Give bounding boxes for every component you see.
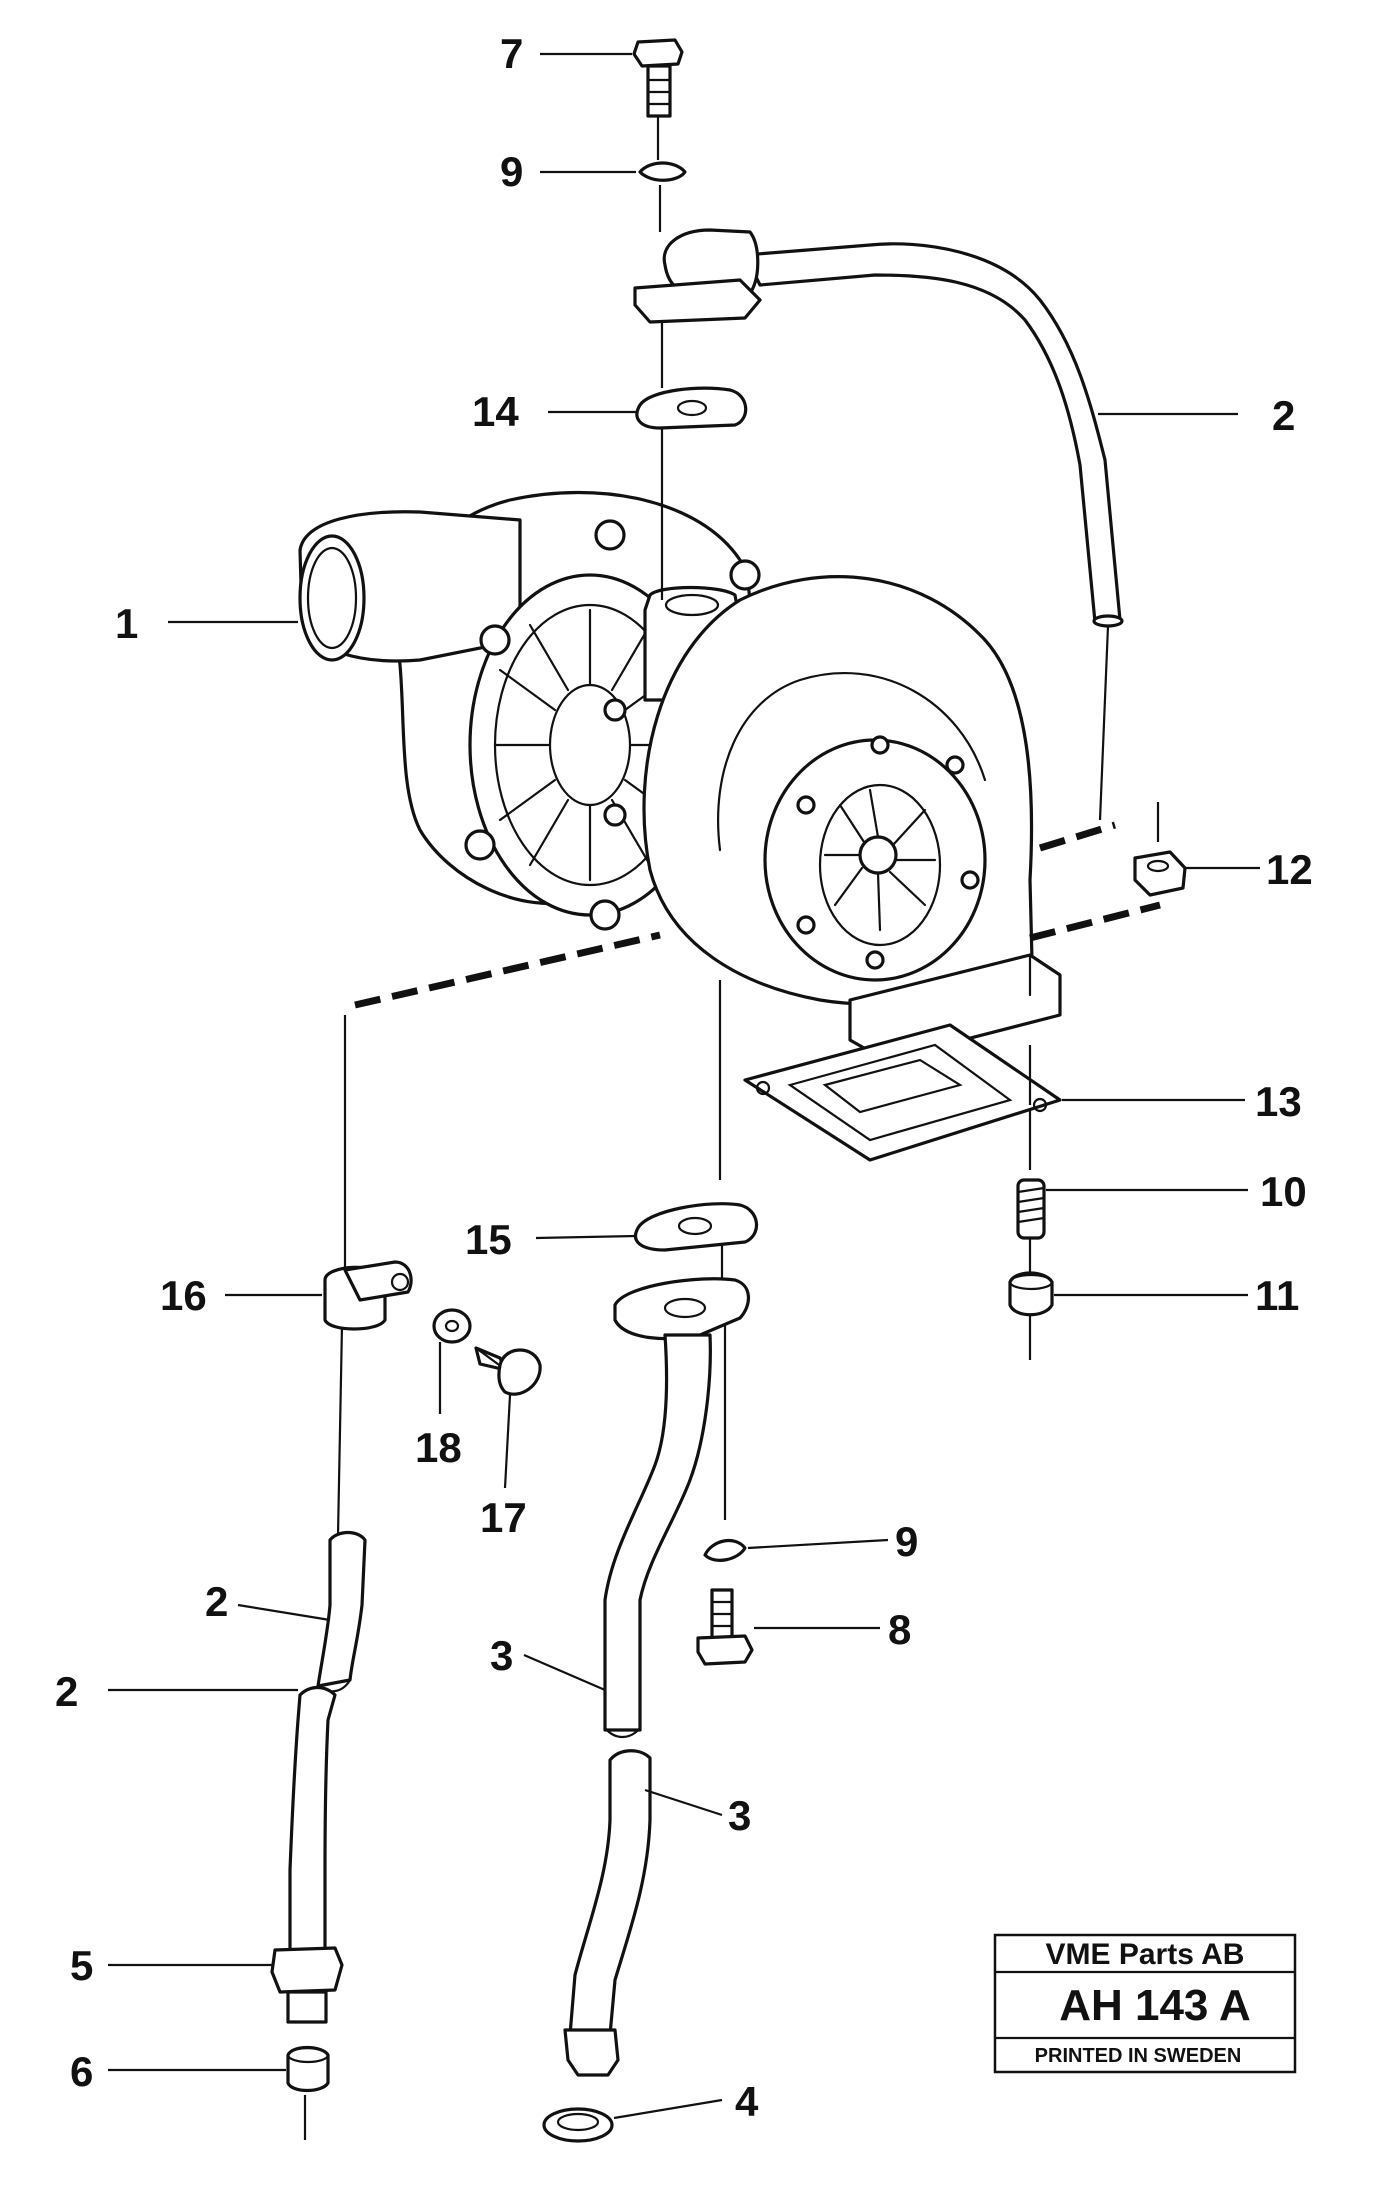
- oil-pipe-2-middle: [316, 1530, 367, 1693]
- dashed-connector-right-lower: [1029, 901, 1161, 942]
- stamp-printed-note: PRINTED IN SWEDEN: [1035, 2045, 1242, 2067]
- oil-return-pipe-upper: [603, 1277, 750, 1739]
- dashed-connector-left: [354, 931, 661, 1009]
- assembly-axis-lines: [303, 116, 1160, 2140]
- drawing-stamp: VME Parts AB AH 143 A PRINTED IN SWEDEN: [993, 1933, 1297, 2074]
- stud-10: [1016, 1178, 1046, 1240]
- callout-3-upper: 3: [490, 1632, 513, 1679]
- oil-feed-pipe-upper: [633, 228, 1124, 628]
- oil-pipe-2-lower: [288, 1685, 337, 1952]
- callout-18: 18: [415, 1424, 462, 1471]
- callout-6: 6: [70, 2048, 93, 2095]
- callout-9-bottom: 9: [895, 1518, 918, 1565]
- callout-1: 1: [115, 600, 138, 647]
- nut-11: [1008, 1271, 1054, 1317]
- bolt-17: [474, 1346, 542, 1396]
- oil-return-pipe-lower: [563, 1749, 652, 2077]
- callout-3-lower: 3: [728, 1792, 751, 1839]
- stamp-drawing-code: AH 143 A: [1059, 1981, 1251, 2030]
- callout-7: 7: [500, 30, 523, 77]
- clamp-16: [323, 1260, 413, 1331]
- callout-12: 12: [1266, 846, 1313, 893]
- lock-washer-9-bottom: [703, 1538, 747, 1562]
- callout-17: 17: [480, 1494, 527, 1541]
- lock-washer-9-top: [638, 161, 687, 182]
- nut-6: [286, 2045, 330, 2093]
- washer-4: [542, 2107, 614, 2143]
- stamp-company: VME Parts AB: [1046, 1938, 1245, 1971]
- gasket-14: [635, 386, 748, 430]
- callout-2-top: 2: [1272, 392, 1295, 439]
- bolt-8: [696, 1588, 754, 1666]
- callout-2-low: 2: [55, 1668, 78, 1715]
- dashed-connector-right-upper: [1038, 821, 1117, 852]
- callout-13: 13: [1255, 1078, 1302, 1125]
- turbocharger-assembly: [298, 490, 1062, 1062]
- leader-lines: [108, 52, 1260, 2120]
- bolt-7: [632, 38, 684, 118]
- exhaust-gasket-13: [743, 1023, 1062, 1162]
- callout-9-top: 9: [500, 148, 523, 195]
- callout-11: 11: [1255, 1272, 1299, 1319]
- callout-labels: 7 9 14 2 1 12 13 10 11 15 16 18 17 9 8 2…: [55, 30, 1313, 2125]
- callout-2-mid: 2: [205, 1578, 228, 1625]
- union-5: [270, 1946, 344, 2024]
- nut-12: [1133, 850, 1187, 897]
- callout-5: 5: [70, 1942, 93, 1989]
- callout-15: 15: [465, 1216, 512, 1263]
- callout-16: 16: [160, 1272, 207, 1319]
- gasket-15: [634, 1202, 759, 1252]
- callout-14: 14: [472, 388, 519, 435]
- callout-4: 4: [735, 2078, 759, 2125]
- callout-8: 8: [888, 1606, 911, 1653]
- callout-10: 10: [1260, 1168, 1307, 1215]
- washer-18: [432, 1308, 472, 1344]
